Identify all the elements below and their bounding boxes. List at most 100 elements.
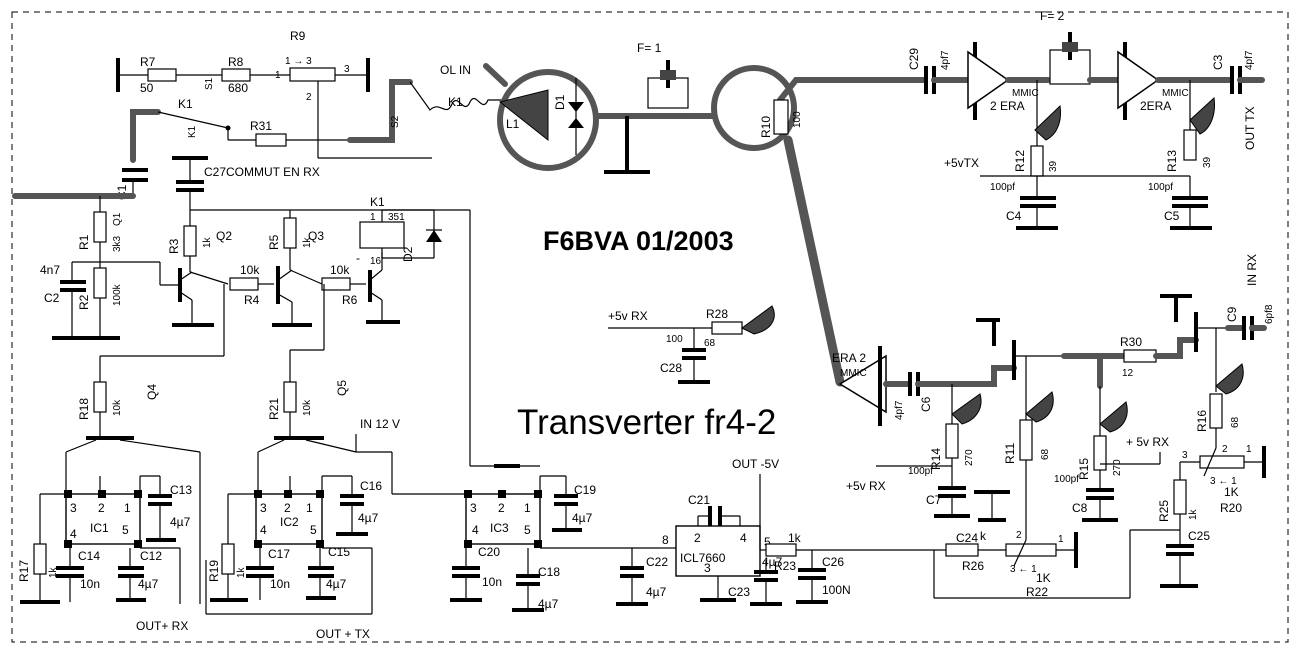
value-r15: 270 (1112, 459, 1123, 476)
resistor-r8 (221, 68, 251, 82)
resistor-r17 (33, 543, 47, 575)
label-d1: D1 (553, 94, 567, 110)
label-c17: C17 (268, 547, 290, 561)
value-r7: 50 (140, 81, 154, 95)
label-era-a: 2 ERA (990, 99, 1025, 113)
r22-pin1: 1 (1058, 534, 1064, 545)
value-c17: 10n (270, 577, 290, 591)
icl-pin8: 8 (662, 533, 669, 547)
label-r11: R11 (1003, 443, 1017, 464)
label-icl7660: ICL7660 (680, 551, 726, 565)
r20-arrow: 3 ← 1 (1210, 476, 1237, 487)
ic1-pin5: 5 (122, 523, 129, 537)
label-relay-k1: K1 (370, 195, 385, 209)
r9-pin1: 1 (275, 70, 281, 81)
label-r21: R21 (267, 398, 281, 420)
value-c2: 4n7 (40, 263, 60, 277)
label-q1: Q1 (112, 212, 123, 226)
mmic-b: MMIC (1162, 88, 1189, 99)
label-r5: R5 (267, 234, 281, 250)
resistor-r6 (321, 277, 351, 291)
label-r3: R3 (167, 238, 181, 254)
label-r19: R19 (207, 560, 221, 582)
value-r11: 68 (1040, 448, 1051, 460)
resistor-r16 (1209, 393, 1223, 429)
label-c9: C9 (1225, 306, 1239, 322)
label-ic1: IC1 (90, 521, 109, 535)
resistor-r21 (283, 381, 297, 413)
value-c4: 100pf (990, 182, 1015, 193)
label-r10: R10 (759, 116, 773, 138)
resistor-r30 (1123, 349, 1157, 363)
ic3-pin1: 1 (524, 501, 531, 515)
label-r22: R22 (1026, 585, 1048, 599)
label-r30: R30 (1120, 335, 1142, 349)
value-r16: 68 (1230, 416, 1241, 428)
label-c26: C26 (822, 555, 844, 569)
tx-chain: C29 4pf7 MMIC 2 ERA F= 2 MMIC 2ERA C3 4p… (907, 9, 1265, 230)
label-r12: R12 (1013, 150, 1027, 172)
ic1-body (65, 493, 141, 545)
value-c26: 100N (822, 583, 851, 597)
resistor-r28 (711, 321, 743, 335)
filter-f1: F= 1 (637, 41, 719, 119)
regulator-drivers: R18 10k Q4 R21 10k Q5 IN 12 V (65, 284, 400, 604)
label-c6: C6 (919, 396, 933, 412)
label-c28: C28 (660, 361, 682, 375)
r22-arrow: 3 ← 1 (1010, 564, 1037, 575)
value-c29: 4pf7 (940, 50, 951, 70)
label-c2: C2 (44, 291, 60, 305)
ic3-pin2: 2 (498, 501, 505, 515)
label-f2: F= 2 (1040, 9, 1065, 23)
label-r8: R8 (228, 55, 244, 69)
label-d2: D2 (401, 246, 415, 262)
value-c5: 100pf (1148, 182, 1173, 193)
mixer-block: OL IN K1 L1 D1 (409, 63, 653, 174)
label-r18: R18 (77, 398, 91, 420)
label-c29: C29 (907, 48, 921, 70)
label-in-rx: IN RX (1245, 254, 1259, 286)
label-c24: C24 (956, 531, 978, 545)
label-r26: R26 (962, 559, 984, 573)
label-c16: C16 (360, 479, 382, 493)
value-c13: 4µ7 (170, 515, 191, 529)
ic2-pin2: 2 (284, 501, 291, 515)
label-r7: R7 (140, 55, 156, 69)
resistor-r14 (945, 423, 959, 459)
ic1-regulator: 3 2 1 4 5 IC1 C13 4µ7 R17 1k C14 10n C12 (17, 475, 192, 633)
label-c13: C13 (170, 483, 192, 497)
label-q4: Q4 (145, 384, 159, 400)
label-5vrx-2: +5v RX (846, 479, 886, 493)
label-q3: Q3 (308, 229, 324, 243)
resistor-r13 (1183, 129, 1197, 161)
label-c15: C15 (328, 545, 350, 559)
sheet-border (11, 11, 1289, 643)
label-c21: C21 (688, 493, 710, 507)
value-r28: 68 (704, 338, 716, 349)
ic2-pin1: 1 (306, 501, 313, 515)
label-k1-sw: K1 (187, 125, 198, 138)
value-r8: 680 (228, 81, 248, 95)
label-r14: R14 (929, 448, 943, 470)
label-s1: S1 (204, 77, 215, 90)
r22-pin2: 2 (1016, 530, 1022, 541)
resistor-r3 (183, 225, 197, 257)
value-c9: 6pf8 (1264, 304, 1275, 324)
label-c19: C19 (574, 483, 596, 497)
label-k1-ol: K1 (448, 95, 463, 109)
resistor-r2 (93, 267, 107, 299)
label-r1: R1 (77, 234, 91, 250)
value-c20: 10n (482, 575, 502, 589)
ic2-body (255, 493, 323, 545)
rf-trace-tx (777, 77, 927, 103)
value-c8: 100pf (1054, 474, 1079, 485)
value-r22: 1K (1036, 571, 1051, 585)
resistor-r11 (1019, 419, 1033, 461)
resistor-r7 (147, 68, 177, 82)
value-c28: 100 (666, 334, 683, 345)
ic2-pin5: 5 (310, 523, 317, 537)
resistor-r31 (255, 133, 287, 147)
ic1-pin1: 1 (124, 501, 131, 515)
label-in12: IN 12 V (360, 417, 400, 431)
value-r21: 10k (302, 399, 313, 416)
